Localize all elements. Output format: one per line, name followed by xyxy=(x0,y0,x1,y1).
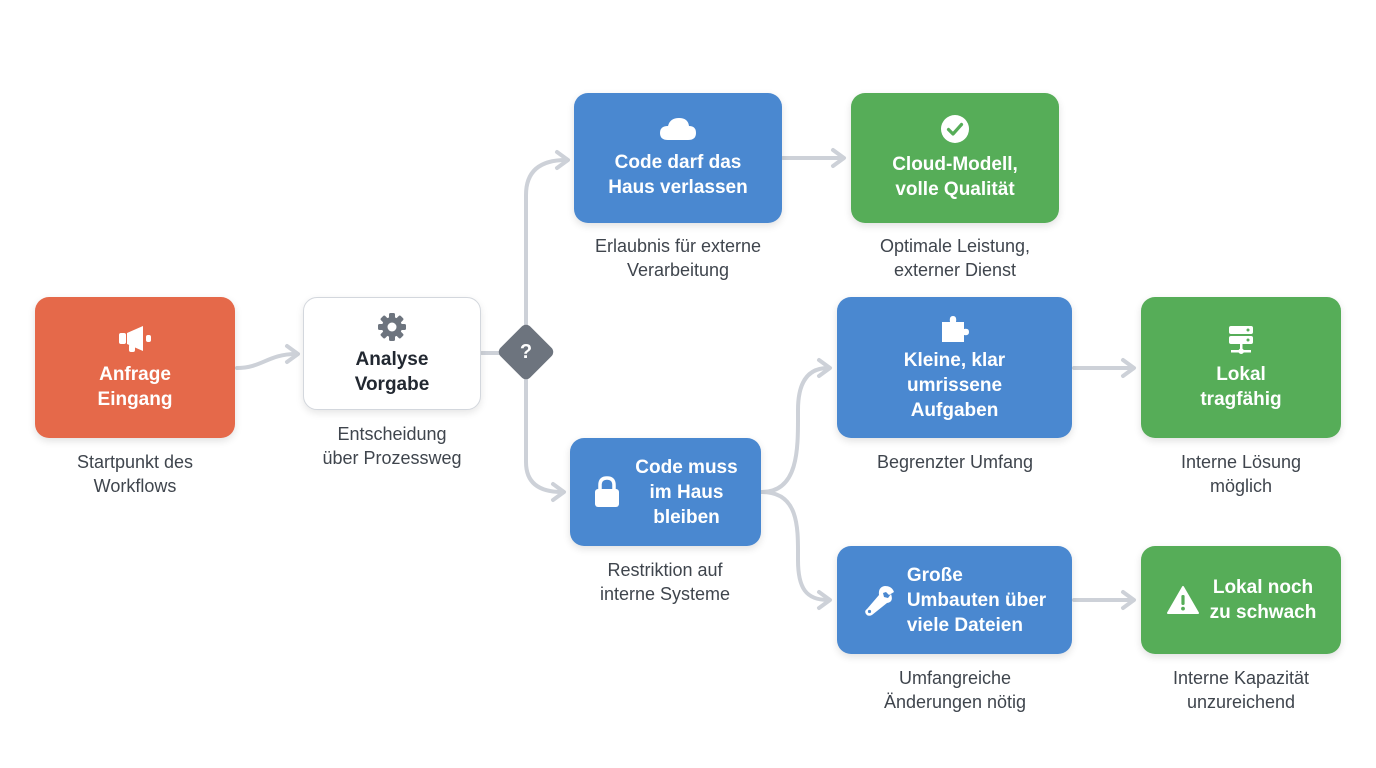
caption-code-muss: Restriktion auf interne Systeme xyxy=(599,560,731,604)
connector-code-muss-grosse xyxy=(760,490,830,602)
node-kleine-aufgaben: Kleine, klar umrissene Aufgaben xyxy=(837,297,1072,438)
arrowhead-code-muss xyxy=(551,482,566,502)
cloud-icon xyxy=(658,116,698,142)
warning-icon xyxy=(1166,585,1200,615)
node-cloud-modell: Cloud-Modell, volle Qualität xyxy=(851,93,1059,223)
server-icon xyxy=(1225,324,1257,356)
caption-analyse: Entscheidung über Prozessweg xyxy=(322,424,462,468)
lock-icon xyxy=(593,475,621,509)
caption-lokal-tragfaehig: Interne Lösung möglich xyxy=(1180,452,1302,496)
node-lokal-tragfaehig-label: Lokal tragfähig xyxy=(1200,363,1282,410)
question-diamond-icon: ? xyxy=(519,340,533,363)
arrowhead-kleine xyxy=(817,358,832,378)
node-code-darf: Code darf das Haus verlassen xyxy=(574,93,782,223)
node-anfrage-eingang: Anfrage Eingang xyxy=(35,297,235,438)
node-analyse-vorgabe: Analyse Vorgabe xyxy=(303,297,481,410)
node-code-muss-label: Code muss im Haus bleiben xyxy=(635,456,738,528)
node-analyse-label: Analyse Vorgabe xyxy=(354,348,430,395)
wrench-icon xyxy=(863,583,897,617)
connector-anfrage-analyse xyxy=(235,352,298,370)
node-kleine-label: Kleine, klar umrissene Aufgaben xyxy=(903,350,1006,421)
arrowhead-lokal-schwach xyxy=(1121,590,1136,610)
node-lokal-schwach-label: Lokal noch zu schwach xyxy=(1209,577,1317,623)
caption-anfrage: Startpunkt des Workflows xyxy=(76,452,194,496)
connector-code-muss-kleine xyxy=(760,366,830,494)
connector-decision-code-muss xyxy=(524,373,564,494)
arrowhead-analyse xyxy=(285,344,300,364)
node-lokal-tragfaehig: Lokal tragfähig xyxy=(1141,297,1341,438)
node-anfrage-label: Anfrage Eingang xyxy=(97,363,173,410)
arrowhead-lokal-tragfaehig xyxy=(1121,358,1136,378)
caption-lokal-schwach: Interne Kapazität unzureichend xyxy=(1172,668,1310,712)
node-cloud-modell-label: Cloud-Modell, volle Qualität xyxy=(892,154,1018,200)
caption-kleine: Begrenzter Umfang xyxy=(876,452,1034,472)
node-code-muss: Code muss im Haus bleiben xyxy=(570,438,761,546)
node-code-darf-label: Code darf das Haus verlassen xyxy=(608,152,748,198)
arrowhead-code-darf xyxy=(555,150,570,170)
node-grosse-label: Große Umbauten über viele Dateien xyxy=(906,564,1047,636)
connector-decision-code-darf xyxy=(524,158,568,333)
megaphone-icon xyxy=(117,324,153,354)
caption-code-darf: Erlaubnis für externe Verarbeitung xyxy=(594,236,762,280)
check-circle-icon xyxy=(940,114,970,144)
node-lokal-schwach: Lokal noch zu schwach xyxy=(1141,546,1341,654)
node-grosse-umbauten: Große Umbauten über viele Dateien xyxy=(837,546,1072,654)
arrowhead-grosse xyxy=(817,590,832,610)
arrowhead-cloud xyxy=(831,148,846,168)
caption-grosse: Umfangreiche Änderungen nötig xyxy=(883,668,1027,712)
caption-cloud-modell: Optimale Leistung, externer Dienst xyxy=(879,236,1031,280)
gear-icon xyxy=(376,311,408,343)
puzzle-icon xyxy=(938,312,970,344)
